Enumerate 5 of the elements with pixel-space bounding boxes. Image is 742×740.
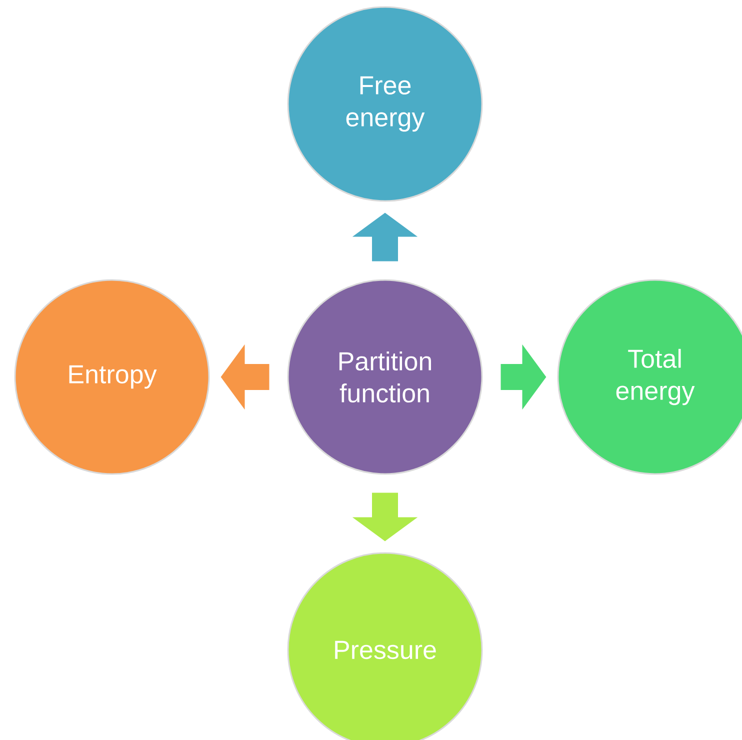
circle-node: Partition function	[287, 279, 483, 475]
circle-node: Entropy	[14, 279, 210, 475]
circle-node: Total energy	[557, 279, 742, 475]
circle-node: Pressure	[287, 552, 483, 740]
circle-node: Free energy	[287, 6, 483, 202]
